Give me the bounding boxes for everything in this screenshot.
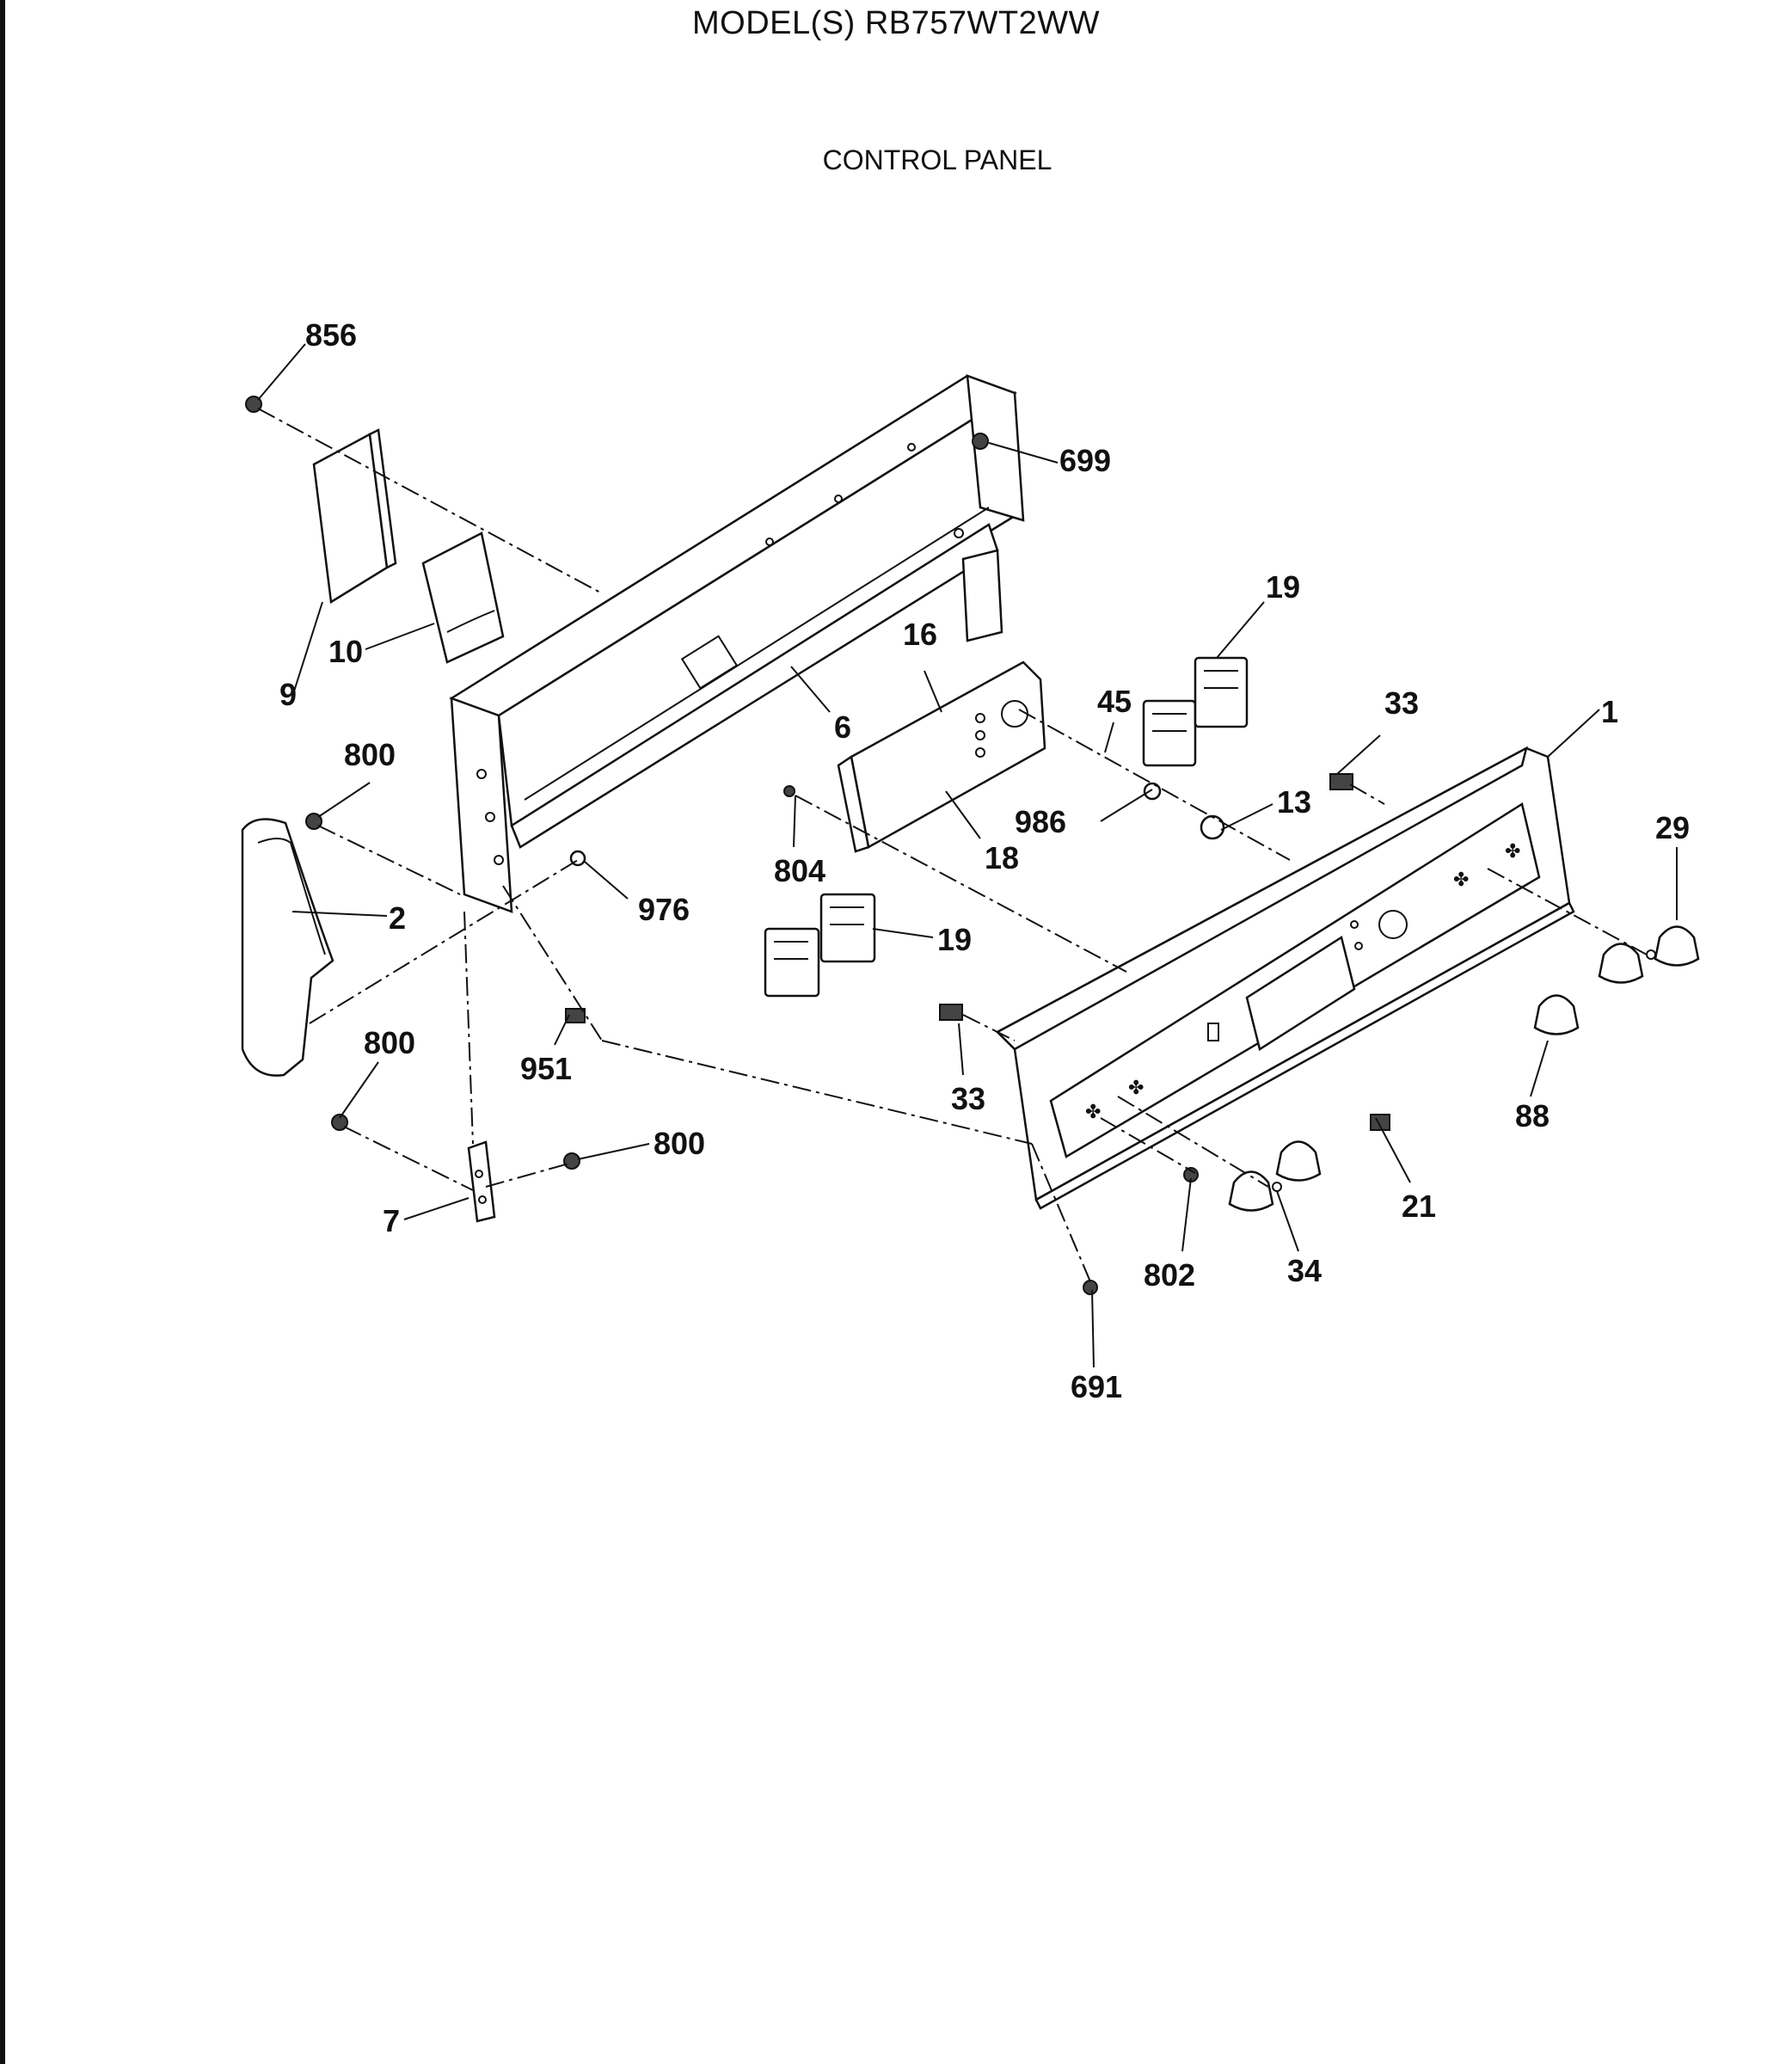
assembly-lines [257, 408, 1648, 1287]
knob-icons [1228, 925, 1700, 1212]
svg-text:✤: ✤ [1453, 869, 1469, 890]
label-951: 951 [520, 1051, 572, 1086]
label-856: 856 [305, 317, 357, 353]
label-leaders [257, 343, 1678, 1368]
label-29: 29 [1655, 810, 1690, 845]
svg-text:✤: ✤ [1128, 1077, 1144, 1098]
label-976: 976 [638, 892, 690, 927]
part-2-side-trim [241, 818, 334, 1077]
svg-text:✤: ✤ [1085, 1101, 1101, 1122]
label-6: 6 [834, 710, 851, 745]
label-699: 699 [1059, 443, 1111, 478]
label-7: 7 [383, 1203, 400, 1238]
label-802: 802 [1144, 1257, 1195, 1293]
label-88: 88 [1515, 1098, 1550, 1133]
label-1: 1 [1601, 694, 1618, 729]
part-6-backguard-frame [449, 374, 1025, 913]
section-title: CONTROL PANEL [822, 144, 1052, 175]
label-33-upper: 33 [1384, 685, 1419, 721]
svg-text:✤: ✤ [1505, 840, 1520, 862]
part-7-bracket [467, 1140, 496, 1223]
label-34: 34 [1287, 1253, 1322, 1288]
label-18: 18 [985, 840, 1019, 875]
label-804: 804 [774, 853, 825, 888]
label-19-upper: 19 [1266, 569, 1300, 605]
label-800-right: 800 [654, 1126, 705, 1161]
model-title: MODEL(S) RB757WT2WW [692, 5, 1100, 41]
hardware-screws [245, 396, 1390, 1295]
part-10-bracket [421, 531, 505, 664]
label-800-top: 800 [344, 737, 396, 772]
part-labels: 856 699 9 10 6 16 18 800 2 976 804 19 95… [279, 317, 1690, 1404]
label-2: 2 [389, 900, 406, 936]
label-13: 13 [1277, 784, 1311, 820]
label-800-mid: 800 [364, 1025, 415, 1060]
label-16: 16 [903, 617, 937, 652]
part-9-bracket [312, 428, 397, 605]
part-16-control-bracket [837, 660, 1046, 853]
label-691: 691 [1071, 1369, 1122, 1404]
label-10: 10 [328, 634, 363, 669]
label-33-lower: 33 [951, 1081, 985, 1116]
label-21: 21 [1402, 1189, 1436, 1224]
label-45: 45 [1097, 684, 1132, 719]
label-9: 9 [279, 677, 297, 712]
part-1-control-panel: ✤ ✤ ✤ ✤ [995, 746, 1575, 1210]
page-edge-bar [0, 0, 5, 2064]
part-19-switches-lower [764, 893, 876, 998]
label-19-lower: 19 [937, 922, 972, 957]
label-986: 986 [1015, 804, 1066, 839]
part-19-switches-upper [1142, 656, 1249, 767]
